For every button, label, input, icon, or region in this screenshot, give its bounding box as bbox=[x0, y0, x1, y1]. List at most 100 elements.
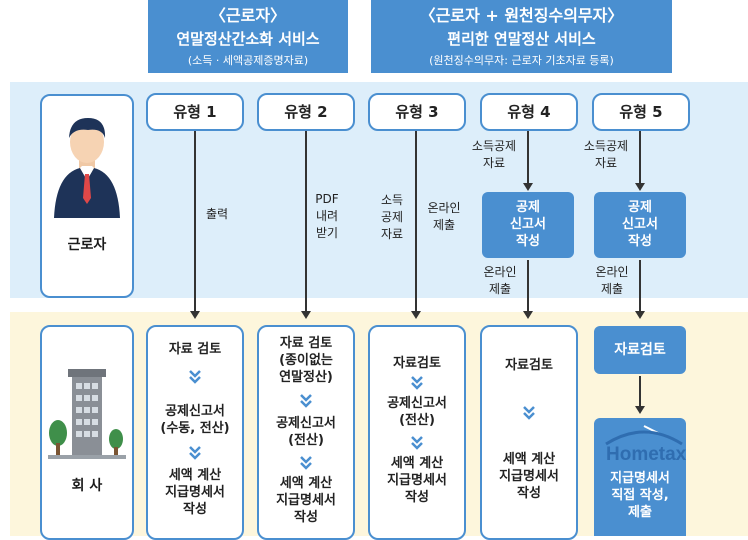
worker-avatar-icon bbox=[54, 118, 120, 218]
type-1-note: 출력 bbox=[205, 207, 229, 221]
type-4-chevron-down-icon bbox=[523, 406, 535, 420]
type-5-box: 유형 5 bbox=[592, 93, 690, 131]
type-4-step-calc-line3: 작성 bbox=[517, 486, 541, 501]
type-5-input-line2: 자료 bbox=[594, 156, 618, 170]
company-box: 회 사 bbox=[40, 325, 134, 540]
type-2-company-box: 자료 검토 (종이없는 연말정산) 공제신고서 (전산) 세액 계산 지급명세서… bbox=[257, 325, 355, 540]
type-1-chevron-down-icon bbox=[189, 370, 201, 384]
type-5-flow-line-top bbox=[639, 131, 641, 183]
type-3-step-calc: 세액 계산 지급명세서 작성 bbox=[370, 455, 464, 506]
type-3-flow-line bbox=[415, 131, 417, 311]
type-3-note-left-line3: 자료 bbox=[380, 227, 404, 241]
type-5-output-line2: 제출 bbox=[600, 282, 624, 296]
type-2-step-form-line2: (전산) bbox=[288, 433, 324, 448]
type-4-output-note: 온라인 제출 bbox=[476, 264, 524, 298]
type-1-step-calc: 세액 계산 지급명세서 작성 bbox=[148, 467, 242, 518]
type-5-form-box: 공제 신고서 작성 bbox=[594, 192, 686, 258]
type-3-note-right-line2: 제출 bbox=[432, 218, 456, 232]
type-5-form-line1: 공제 bbox=[628, 200, 652, 215]
type-5-submit-line2: 직접 작성, bbox=[611, 488, 669, 503]
type-3-note-left-line2: 공제 bbox=[380, 210, 404, 224]
hometax-logo-text: Hometax bbox=[606, 444, 687, 465]
type-2-note-line2: 내려 bbox=[315, 209, 339, 223]
type-4-box: 유형 4 bbox=[480, 93, 578, 131]
type-2-step-review-line3: 연말정산) bbox=[279, 370, 333, 385]
type-3-step-form-line1: 공제신고서 bbox=[387, 396, 447, 411]
company-label: 회 사 bbox=[71, 478, 103, 494]
header-left-subtitle: 연말정산간소화 서비스 bbox=[176, 30, 320, 48]
type-3-company-box: 자료검토 공제신고서 (전산) 세액 계산 지급명세서 작성 bbox=[368, 325, 466, 540]
type-4-step-calc: 세액 계산 지급명세서 작성 bbox=[482, 451, 576, 502]
type-1-company-box: 자료 검토 공제신고서 (수동, 전산) 세액 계산 지급명세서 작성 bbox=[146, 325, 244, 540]
type-2-step-review: 자료 검토 (종이없는 연말정산) bbox=[259, 335, 353, 386]
type-2-step-form: 공제신고서 (전산) bbox=[259, 415, 353, 449]
type-3-box: 유형 3 bbox=[368, 93, 466, 131]
type-4-arrow-bottom bbox=[523, 311, 533, 319]
type-4-input-note: 소득공제 자료 bbox=[466, 138, 522, 172]
type-4-form-line1: 공제 bbox=[516, 200, 540, 215]
type-2-chevron-down-icon-2 bbox=[300, 456, 312, 470]
type-4-form-box: 공제 신고서 작성 bbox=[482, 192, 574, 258]
type-1-arrow bbox=[190, 311, 200, 319]
type-3-note-left: 소득 공제 자료 bbox=[374, 192, 410, 243]
type-1-step-form-line1: 공제신고서 bbox=[165, 404, 225, 419]
type-4-step-calc-line1: 세액 계산 bbox=[502, 452, 556, 467]
type-2-note-line1: PDF bbox=[315, 192, 339, 206]
type-2-note: PDF 내려 받기 bbox=[309, 191, 345, 242]
type-3-chevron-down-icon-2 bbox=[411, 436, 423, 450]
building-icon bbox=[48, 369, 126, 459]
type-2-box: 유형 2 bbox=[257, 93, 355, 131]
type-3-step-calc-line2: 지급명세서 bbox=[387, 473, 447, 488]
type-5-flow-line-bottom bbox=[639, 260, 641, 311]
worker-box: 근로자 bbox=[40, 94, 134, 298]
type-4-flow-line-top bbox=[527, 131, 529, 183]
header-left-note: (소득 · 세액공제증명자료) bbox=[187, 54, 309, 67]
type-5-company-line bbox=[639, 376, 641, 406]
type-2-step-calc: 세액 계산 지급명세서 작성 bbox=[259, 475, 353, 526]
type-4-step-review: 자료검토 bbox=[505, 358, 553, 373]
type-5-arrow-bottom bbox=[635, 311, 645, 319]
type-2-step-calc-line1: 세액 계산 bbox=[279, 476, 333, 491]
type-3-arrow bbox=[411, 311, 421, 319]
type-3-step-review: 자료검토 bbox=[393, 356, 441, 371]
type-4-output-line2: 제출 bbox=[488, 282, 512, 296]
type-3-chevron-down-icon bbox=[411, 376, 423, 390]
type-4-step-calc-line2: 지급명세서 bbox=[499, 469, 559, 484]
type-2-step-review-line2: (종이없는 bbox=[279, 353, 333, 368]
hometax-logo-icon: Hometax bbox=[605, 425, 687, 465]
type-5-form-line3: 작성 bbox=[628, 234, 652, 249]
type-3-note-right: 온라인 제출 bbox=[420, 200, 468, 234]
type-4-form-line2: 신고서 bbox=[510, 217, 546, 232]
type-4-input-line1: 소득공제 bbox=[471, 139, 517, 153]
type-4-arrow-top bbox=[523, 183, 533, 191]
type-5-input-line1: 소득공제 bbox=[583, 139, 629, 153]
type-2-step-calc-line2: 지급명세서 bbox=[276, 493, 336, 508]
type-1-step-review: 자료 검토 bbox=[168, 342, 222, 357]
type-1-step-calc-line1: 세액 계산 bbox=[168, 468, 222, 483]
type-3-step-calc-line1: 세액 계산 bbox=[390, 456, 444, 471]
header-right-subtitle: 편리한 연말정산 서비스 bbox=[447, 30, 596, 48]
type-1-step-calc-line2: 지급명세서 bbox=[165, 485, 225, 500]
type-4-flow-line-bottom bbox=[527, 260, 529, 311]
type-5-submit-line3: 제출 bbox=[628, 505, 652, 520]
type-5-output-note: 온라인 제출 bbox=[588, 264, 636, 298]
type-2-arrow bbox=[301, 311, 311, 319]
type-2-step-review-line1: 자료 검토 bbox=[279, 336, 333, 351]
type-2-step-form-line1: 공제신고서 bbox=[276, 416, 336, 431]
header-left-title: 〈근로자〉 bbox=[209, 6, 287, 25]
type-2-step-calc-line3: 작성 bbox=[294, 510, 318, 525]
header-right-note: (원천징수의무자: 근로자 기초자료 등록) bbox=[429, 54, 614, 67]
type-4-output-line1: 온라인 bbox=[483, 265, 517, 279]
type-3-note-right-line1: 온라인 bbox=[427, 201, 461, 215]
type-1-flow-line bbox=[194, 131, 196, 311]
type-5-arrow-top bbox=[635, 183, 645, 191]
type-1-chevron-down-icon-2 bbox=[189, 446, 201, 460]
type-4-company-box: 자료검토 세액 계산 지급명세서 작성 bbox=[480, 325, 578, 540]
type-1-box: 유형 1 bbox=[146, 93, 244, 131]
type-2-flow-line bbox=[305, 131, 307, 311]
header-right-title: 〈근로자 + 원천징수의무자〉 bbox=[419, 6, 624, 25]
type-5-submit-line1: 지급명세서 bbox=[610, 471, 670, 486]
type-2-note-line3: 받기 bbox=[315, 226, 339, 240]
header-left: 〈근로자〉 연말정산간소화 서비스 (소득 · 세액공제증명자료) bbox=[148, 0, 348, 73]
type-5-input-note: 소득공제 자료 bbox=[578, 138, 634, 172]
